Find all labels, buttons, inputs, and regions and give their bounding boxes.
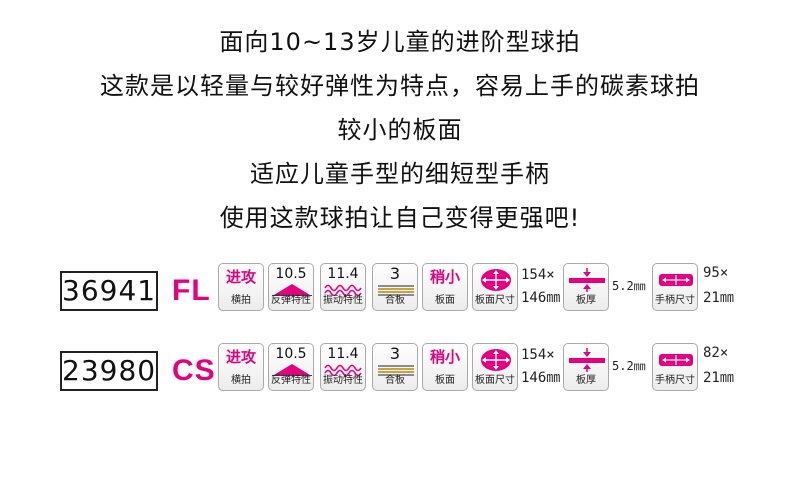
handle-size-dim-a: 95× xyxy=(703,265,729,281)
handle-size-caption: 手柄尺寸 xyxy=(655,295,695,306)
model-number: 36941 xyxy=(60,271,158,311)
play-style-value: 进攻 xyxy=(225,268,256,286)
vibration-wave-icon xyxy=(324,364,362,376)
ply-caption: 合板 xyxy=(385,375,405,386)
head-size-dim-b: 146㎜ xyxy=(521,290,561,306)
handle-size-dim-b: 21㎜ xyxy=(703,370,734,386)
ply-badge: 3 合板 xyxy=(372,343,418,391)
thickness-badge: 板厚 xyxy=(563,263,609,311)
intro-line: 适应儿童手型的细短型手柄 xyxy=(250,160,550,188)
play-style-badge: 进攻 横拍 xyxy=(218,263,264,311)
thickness-arrows-icon xyxy=(569,268,605,292)
intro-line: 面向10~13岁儿童的进阶型球拍 xyxy=(219,28,581,56)
intro-text: 面向10~13岁儿童的进阶型球拍 这款是以轻量与较好弹性为特点，容易上手的碳素球… xyxy=(0,20,800,240)
play-style-caption: 横拍 xyxy=(231,295,251,306)
play-style-badge: 进攻 横拍 xyxy=(218,343,264,391)
head-size-dim-b: 146㎜ xyxy=(521,370,561,386)
handle-size-arrows-icon xyxy=(659,354,693,366)
head-size-arrows-icon xyxy=(481,269,511,291)
head-size-label-caption: 板面 xyxy=(435,375,455,386)
thickness-caption: 板厚 xyxy=(576,295,596,306)
vibration-badge: 11.4 振动特性 xyxy=(320,343,366,391)
thickness-badge: 板厚 xyxy=(563,343,609,391)
handle-size-dim-b: 21㎜ xyxy=(703,290,734,306)
head-size-label-value: 稍小 xyxy=(429,348,460,366)
head-size-label-badge: 稍小 板面 xyxy=(422,263,468,311)
vibration-caption: 振动特性 xyxy=(323,295,363,306)
head-size-badge: 板面尺寸 xyxy=(472,263,518,311)
head-size-label-value: 稍小 xyxy=(429,268,460,286)
rebound-badge: 10.5 反弹特性 xyxy=(268,343,314,391)
head-size-arrows-icon xyxy=(481,349,511,371)
series-code: FL xyxy=(172,274,211,307)
thickness-arrows-icon xyxy=(569,348,605,372)
head-size-label-caption: 板面 xyxy=(435,295,455,306)
spec-row-36941: 36941 FL 进攻 横拍 10.5 反弹特性 11.4 振动特性 3 合板 … xyxy=(0,263,800,327)
rebound-value: 10.5 xyxy=(275,346,307,362)
rebound-triangle-icon xyxy=(272,364,312,376)
ply-value: 3 xyxy=(389,264,401,283)
head-size-caption: 板面尺寸 xyxy=(475,295,515,306)
thickness-value: 5.2㎜ xyxy=(612,279,646,293)
rebound-caption: 反弹特性 xyxy=(271,375,311,386)
head-size-dim-a: 154× xyxy=(521,347,555,363)
series-code: CS xyxy=(172,354,216,387)
rebound-triangle-icon xyxy=(272,284,312,296)
intro-line: 这款是以轻量与较好弹性为特点，容易上手的碳素球拍 xyxy=(100,72,700,100)
vibration-wave-icon xyxy=(324,284,362,296)
vibration-badge: 11.4 振动特性 xyxy=(320,263,366,311)
vibration-value: 11.4 xyxy=(327,266,359,282)
ply-badge: 3 合板 xyxy=(372,263,418,311)
rebound-value: 10.5 xyxy=(275,266,307,282)
head-size-caption: 板面尺寸 xyxy=(475,375,515,386)
rebound-caption: 反弹特性 xyxy=(271,295,311,306)
handle-size-badge: 手柄尺寸 xyxy=(652,343,698,391)
head-size-badge: 板面尺寸 xyxy=(472,343,518,391)
vibration-caption: 振动特性 xyxy=(323,375,363,386)
vibration-value: 11.4 xyxy=(327,346,359,362)
play-style-caption: 横拍 xyxy=(231,375,251,386)
spec-row-23980: 23980 CS 进攻 横拍 10.5 反弹特性 11.4 振动特性 3 合板 … xyxy=(0,343,800,407)
ply-caption: 合板 xyxy=(385,295,405,306)
thickness-value: 5.2㎜ xyxy=(612,359,646,373)
intro-line: 使用这款球拍让自己变得更强吧! xyxy=(219,204,581,232)
model-number: 23980 xyxy=(60,351,158,391)
rebound-badge: 10.5 反弹特性 xyxy=(268,263,314,311)
ply-lines-icon xyxy=(378,285,414,296)
thickness-caption: 板厚 xyxy=(576,375,596,386)
ply-lines-icon xyxy=(378,365,414,376)
handle-size-caption: 手柄尺寸 xyxy=(655,375,695,386)
intro-line: 较小的板面 xyxy=(337,116,463,144)
handle-size-dim-a: 82× xyxy=(703,345,729,361)
head-size-label-badge: 稍小 板面 xyxy=(422,343,468,391)
play-style-value: 进攻 xyxy=(225,348,256,366)
handle-size-badge: 手柄尺寸 xyxy=(652,263,698,311)
handle-size-arrows-icon xyxy=(659,274,693,286)
ply-value: 3 xyxy=(389,344,401,363)
head-size-dim-a: 154× xyxy=(521,267,555,283)
